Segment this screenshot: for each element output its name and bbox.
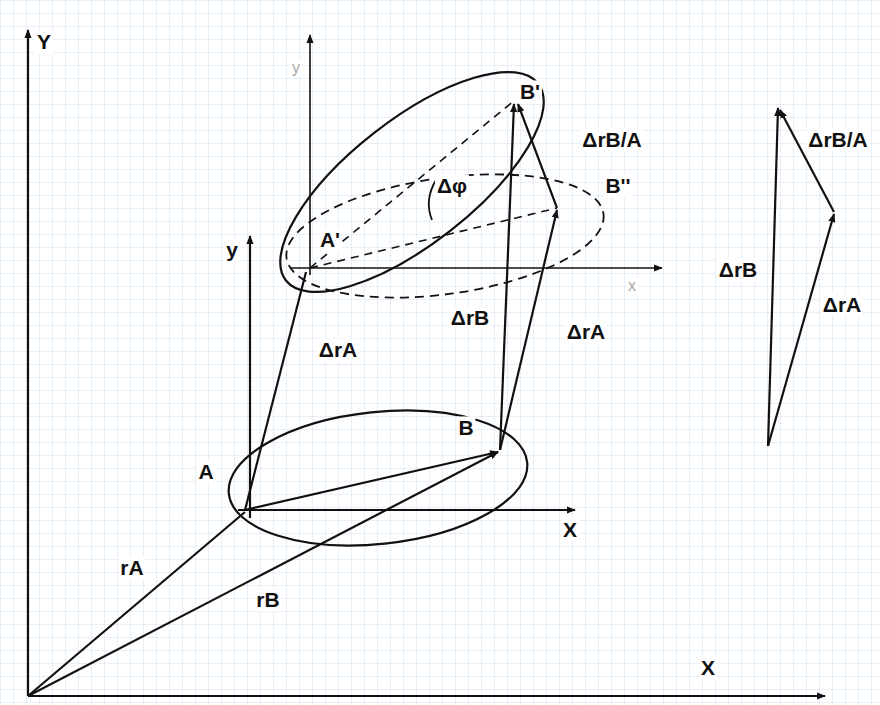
point-label: A: [196, 460, 215, 483]
vector-sum-line: [768, 214, 834, 446]
axis-label: Y: [35, 30, 53, 53]
displacement-line: [500, 104, 514, 450]
vector-label: rA: [118, 556, 145, 579]
dashed-line: [310, 208, 557, 268]
frame-x-axis: [238, 509, 575, 511]
axis-label: y: [290, 59, 302, 77]
global-y-axis: [27, 30, 29, 696]
angle-label: Δφ: [435, 174, 469, 197]
global-x-axis: [28, 695, 825, 697]
vector-sum-line: [768, 108, 778, 446]
vector-label: ΔrB/A: [806, 128, 869, 151]
point-label: B'': [603, 174, 632, 197]
vector-sum-line: [780, 110, 834, 212]
point-label: B': [518, 80, 542, 103]
point-label: A': [318, 228, 342, 251]
vector-label: ΔrB: [449, 306, 491, 329]
position-vector: [28, 512, 245, 696]
displacement-line: [245, 272, 306, 510]
moved-frame-y-axis: [309, 35, 311, 275]
vector-label: ΔrB: [717, 258, 759, 281]
vector-label: ΔrA: [821, 293, 863, 316]
translated-body-outline: [278, 156, 611, 315]
axis-label: y: [224, 238, 240, 261]
vector-label: rB: [254, 588, 281, 611]
axis-label: X: [699, 656, 717, 679]
displacement-line: [518, 104, 557, 208]
frame-y-axis: [249, 236, 251, 518]
point-label: B: [456, 416, 475, 439]
vector-label: ΔrB/A: [580, 128, 643, 151]
axis-label: x: [626, 277, 638, 295]
axis-label: X: [561, 518, 579, 541]
relative-vector: [245, 452, 498, 510]
vector-label: ΔrA: [565, 320, 607, 343]
vector-label: ΔrA: [317, 338, 359, 361]
moved-frame-x-axis: [290, 267, 662, 269]
position-vector: [28, 452, 498, 696]
